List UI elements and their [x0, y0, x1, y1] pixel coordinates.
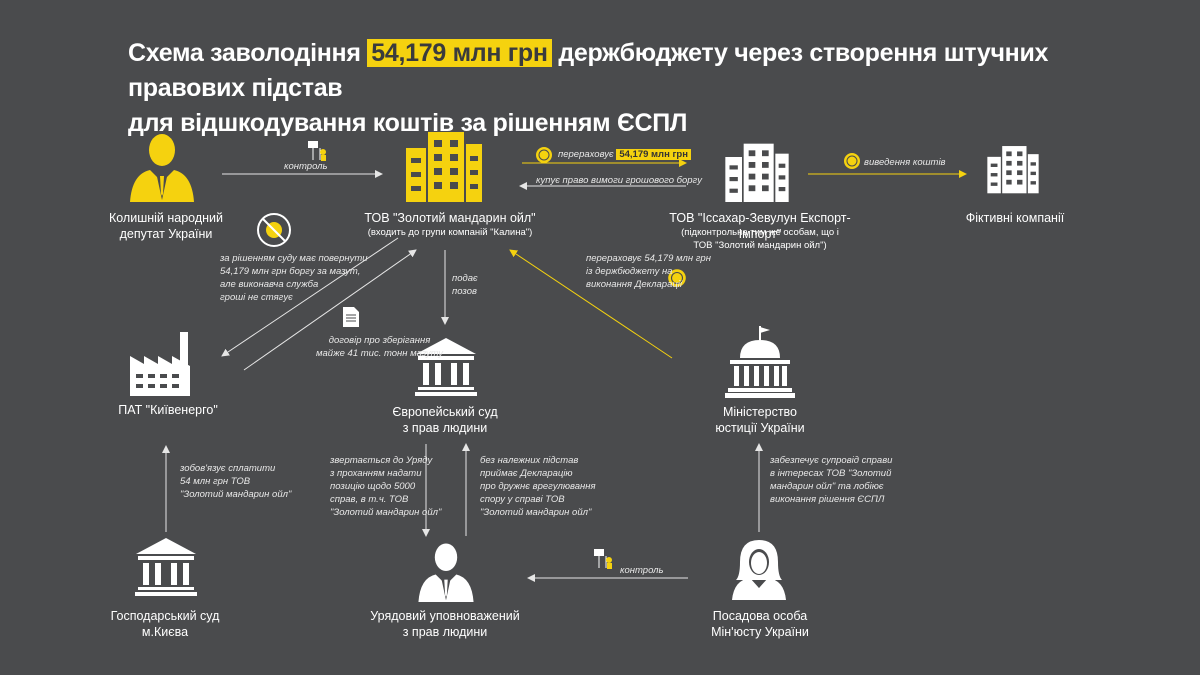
edge-kyivenergo-to-zolotyi	[243, 249, 417, 371]
title-highlight-amount: 54,179 млн грн	[367, 39, 552, 67]
office-building-icon	[406, 132, 482, 202]
person-suit-icon	[418, 543, 474, 602]
page-title: Схема заволодіння 54,179 млн грн держбюд…	[128, 36, 1088, 141]
coins-icon	[844, 153, 860, 169]
courthouse-icon	[415, 338, 477, 396]
edge-zolotyi-to-kyivenergo	[221, 237, 399, 357]
coins-icon	[536, 147, 552, 163]
title-part2: держбюджету через створення штучних прав…	[128, 39, 1049, 102]
node-issakhar-label: ТОВ "Іссахар-Зевулун Експорт-Імпорт"	[669, 211, 851, 241]
edge-note-transfer: перераховує 54,179 млн грн	[558, 148, 691, 161]
person-suit-icon	[130, 134, 194, 202]
edge-note-withdraw: виведення коштів	[864, 157, 946, 168]
puppet-hand-icon	[594, 549, 612, 569]
title-line2: для відшкодування коштів за рішенням ЄСП…	[128, 109, 688, 137]
document-icon	[343, 307, 359, 327]
no-money-icon	[257, 213, 291, 247]
puppet-hand-icon	[308, 141, 326, 161]
coins-icon	[668, 269, 686, 287]
node-zolotyi-label: ТОВ "Золотий мандарин ойл"	[364, 211, 536, 225]
edge-note-control-top: контроль	[284, 161, 328, 172]
courthouse-icon	[135, 538, 197, 596]
woman-official-icon	[732, 540, 786, 600]
node-kyivenergo-label: ПАТ "Київенерго"	[118, 403, 218, 417]
office-building-icon	[725, 143, 789, 202]
edge-note-buys-right: купує право вимоги грошового боргу	[536, 175, 702, 186]
node-zolotyi-sublabel: (входить до групи компаній "Калина")	[367, 227, 533, 238]
office-building-icon	[987, 146, 1039, 194]
government-building-icon	[725, 326, 795, 398]
title-part1: Схема заволодіння	[128, 39, 361, 67]
transfer-amount-tag: 54,179 млн грн	[616, 149, 691, 160]
edge-ministry-to-zolotyi	[509, 249, 673, 359]
edge-note-control-bottom: контроль	[620, 565, 664, 576]
factory-icon	[130, 332, 190, 396]
node-fictive-label: Фіктивні компанії	[965, 211, 1065, 225]
